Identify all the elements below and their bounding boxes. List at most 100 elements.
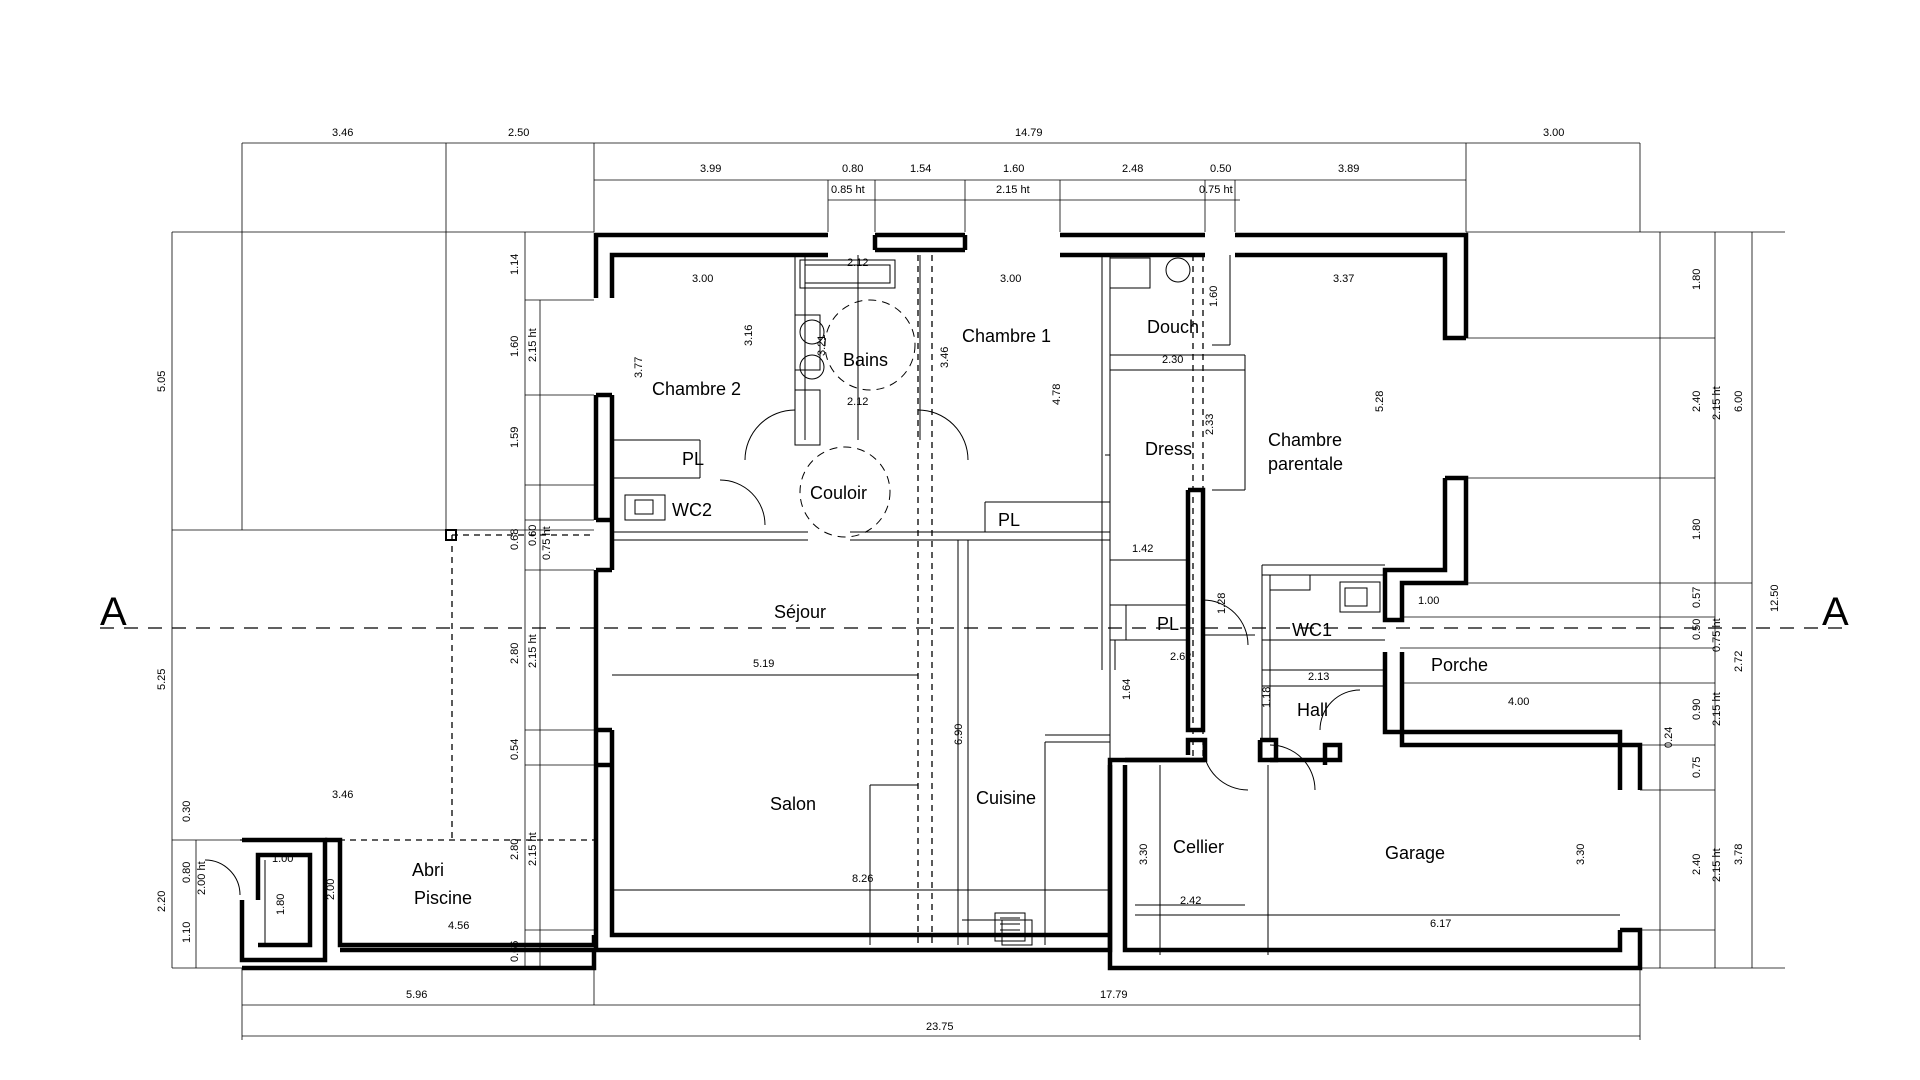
dimension-label: 0.66 (509, 941, 521, 962)
dimension-label: 0.75 (1691, 757, 1703, 778)
dimension-label: 1.59 (509, 427, 521, 448)
dimension-label: 2.40 (1691, 391, 1703, 412)
room-parentale-line1: Chambre (1268, 430, 1342, 450)
dimension-label: 3.00 (692, 273, 713, 285)
dimension-label: 2.15 ht (527, 634, 539, 668)
room-hall: Hall (1297, 700, 1328, 720)
dimension-label: 0.90 (1691, 699, 1703, 720)
dimension-label: 2.40 (1691, 854, 1703, 875)
dimension-label: 1.42 (1132, 543, 1153, 555)
dimension-label: 1.80 (1691, 519, 1703, 540)
dimension-label: 0.80 (181, 862, 193, 883)
room-parentale-line2: parentale (1268, 454, 1343, 474)
dimension-label: 2.13 (1308, 671, 1329, 683)
room-chambre2: Chambre 2 (652, 379, 741, 399)
room-salon: Salon (770, 794, 816, 814)
dimension-label: 1.64 (1121, 679, 1133, 700)
dimension-label: 2.15 ht (996, 184, 1030, 196)
toilet-icon (634, 499, 654, 515)
dimension-label: 0.50 (1210, 163, 1231, 175)
room-bains: Bains (843, 350, 888, 370)
dimension-label: 2.50 (508, 127, 529, 139)
dimension-label: 1.54 (910, 163, 931, 175)
dimension-label: 2.12 (847, 257, 868, 269)
dimension-label: 3.37 (1333, 273, 1354, 285)
dimension-label: 1.28 (1216, 593, 1228, 614)
dimension-label: 1.80 (1691, 269, 1703, 290)
room-couloir: Couloir (810, 483, 867, 503)
room-pl-1: PL (682, 449, 704, 469)
dimension-label: 5.28 (1374, 391, 1386, 412)
dimension-label: 0.80 (842, 163, 863, 175)
dimension-label: 5.05 (156, 371, 168, 392)
room-wc2: WC2 (672, 500, 712, 520)
dimension-label: 2.80 (509, 643, 521, 664)
dimension-label: 3.46 (332, 127, 353, 139)
corridor-turn-circle (799, 446, 891, 538)
exterior-walls (239, 232, 1643, 971)
dimension-label: 6.90 (953, 724, 965, 745)
dimension-label: 3.16 (743, 325, 755, 346)
dimension-label: 2.15 ht (1711, 848, 1723, 882)
washbasin-icon (799, 319, 825, 345)
toilet-icon (1344, 587, 1368, 607)
room-cellier: Cellier (1173, 837, 1224, 857)
sink-icon (994, 912, 1026, 942)
dimension-label: 4.56 (448, 920, 469, 932)
dimension-label: 17.79 (1100, 989, 1128, 1001)
dimension-label: 1.00 (272, 853, 293, 865)
dimension-label: 0.50 (1691, 619, 1703, 640)
room-sejour: Séjour (774, 602, 826, 622)
dimension-label: 2.12 (847, 396, 868, 408)
dimension-label: 8.26 (852, 873, 873, 885)
dimension-label: 1.14 (509, 254, 521, 275)
dimension-label: 1.60 (1208, 286, 1220, 307)
dimension-label: 6.00 (1733, 391, 1745, 412)
dimension-label: 3.30 (1575, 844, 1587, 865)
dimension-label: 0.57 (1691, 587, 1703, 608)
dimension-label: 5.19 (753, 658, 774, 670)
dimension-label: 2.30 (1162, 354, 1183, 366)
dimension-label: 2.72 (1733, 651, 1745, 672)
dimension-label: 0.75 ht (1199, 184, 1233, 196)
dimension-label: 4.78 (1051, 384, 1063, 405)
dimension-label: 3.00 (1543, 127, 1564, 139)
dimension-label: 1.18 (1261, 687, 1273, 708)
dimension-label: 0.85 ht (831, 184, 865, 196)
room-pl-2: PL (998, 510, 1020, 530)
dimension-label: 0.30 (181, 801, 193, 822)
dimension-label: 1.00 (1418, 595, 1439, 607)
dimension-label: 2.42 (1180, 895, 1201, 907)
dimension-label: 1.10 (181, 922, 193, 943)
dimension-label: 2.80 (509, 839, 521, 860)
dimension-label: 2.62 (1170, 651, 1191, 663)
dimension-label: 2.15 ht (1711, 386, 1723, 420)
dimension-label: 2.00 ht (196, 861, 208, 895)
dimension-label: 0.24 (1663, 727, 1675, 748)
dimension-label: 3.89 (1338, 163, 1359, 175)
room-abri-line1: Abri (412, 860, 444, 880)
dimension-label: 0.75 ht (541, 526, 553, 560)
room-wc1: WC1 (1292, 620, 1332, 640)
dimension-label: 14.79 (1015, 127, 1043, 139)
section-marker-right: A (1822, 590, 1849, 634)
room-pl-3: PL (1157, 614, 1179, 634)
dimension-label: 1.60 (509, 336, 521, 357)
dimension-label: 3.21 (816, 335, 828, 356)
dimension-label: 12.50 (1769, 584, 1781, 612)
dimension-label: 0.54 (509, 739, 521, 760)
dimension-label: 23.75 (926, 1021, 954, 1033)
dimension-label: 3.46 (939, 347, 951, 368)
room-abri-line2: Piscine (414, 888, 472, 908)
dimension-label: 2.20 (156, 891, 168, 912)
dimension-label: 0.60 (527, 525, 539, 546)
dimension-label: 3.00 (1000, 273, 1021, 285)
room-cuisine: Cuisine (976, 788, 1036, 808)
washbasin-icon (1165, 257, 1191, 283)
dimension-label: 3.78 (1733, 844, 1745, 865)
dimension-label: 2.15 ht (527, 328, 539, 362)
dimension-label: 1.60 (1003, 163, 1024, 175)
room-garage: Garage (1385, 843, 1445, 863)
bath-turn-circle (824, 299, 916, 391)
